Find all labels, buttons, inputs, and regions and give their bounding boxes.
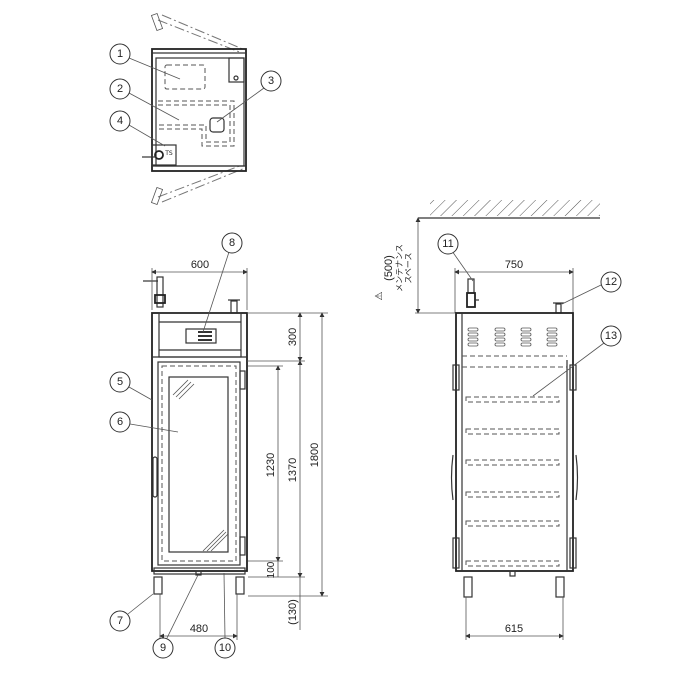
front-door <box>157 361 241 566</box>
water-inlet-fitting <box>467 278 475 294</box>
side-leg-left <box>463 576 473 598</box>
dim-1370: 1370 <box>287 458 299 482</box>
svg-text:10: 10 <box>219 642 231 654</box>
svg-text:12: 12 <box>605 276 617 288</box>
svg-text:13: 13 <box>605 330 617 342</box>
dim-100: 100 <box>266 561 277 578</box>
dim-300: 300 <box>287 328 299 346</box>
ventilation-louvers <box>467 327 558 347</box>
pipe-fitting-left <box>156 276 164 308</box>
callout-9 <box>152 637 174 659</box>
corner-box <box>228 57 245 83</box>
top-view-body <box>151 48 247 172</box>
callout-10 <box>214 637 236 659</box>
drain-fitting <box>195 570 202 576</box>
callout-3 <box>260 70 282 92</box>
component-1-outline <box>164 64 206 90</box>
door-handle <box>152 456 158 498</box>
dim-500: (500) <box>383 255 395 281</box>
svg-text:7: 7 <box>117 615 123 627</box>
door-swing-line-top <box>157 19 243 54</box>
callout-5 <box>109 371 131 393</box>
dim-width-750: 750 <box>505 259 523 271</box>
top-fitting-right <box>230 300 238 314</box>
shelves <box>465 396 560 567</box>
svg-text:4: 4 <box>117 115 123 127</box>
leg-left <box>153 576 163 595</box>
side-view: (500) ⚠ メンテナンス スペース 750 <box>374 200 622 640</box>
side-leg-right <box>555 576 565 598</box>
callout-11 <box>437 233 459 255</box>
front-view: 600 1230 100 300 1370 (130) 1800 480 <box>109 232 328 659</box>
door-swing-line-bottom <box>157 164 243 198</box>
front-cabinet <box>151 312 248 572</box>
callout-1 <box>109 43 131 65</box>
svg-text:6: 6 <box>117 416 123 428</box>
component-3-outline <box>209 117 225 133</box>
svg-text:TS: TS <box>164 150 173 157</box>
dim-480: 480 <box>190 623 208 635</box>
dim-width-600: 600 <box>191 259 209 271</box>
svg-text:5: 5 <box>117 376 123 388</box>
maintenance-label-2: スペース <box>404 252 413 283</box>
dim-1230: 1230 <box>265 453 277 477</box>
svg-text:8: 8 <box>229 237 235 249</box>
callout-6 <box>109 411 131 433</box>
svg-text:3: 3 <box>268 75 274 87</box>
callout-8 <box>221 232 243 254</box>
callout-2 <box>109 78 131 100</box>
dim-1800: 1800 <box>309 443 321 467</box>
control-panel <box>185 328 217 344</box>
svg-text:2: 2 <box>117 83 123 95</box>
dim-130: (130) <box>287 599 299 625</box>
leg-right <box>235 576 245 595</box>
maintenance-label: メンテナンス <box>395 244 404 292</box>
dim-615: 615 <box>505 623 523 635</box>
svg-text:1: 1 <box>117 48 123 60</box>
side-cabinet <box>455 312 574 572</box>
top-view: TS 1 2 3 4 <box>109 12 282 206</box>
callout-13 <box>600 325 622 347</box>
top-vent-fitting <box>555 303 562 314</box>
svg-text:11: 11 <box>442 238 453 250</box>
ceiling-hatch <box>430 200 600 216</box>
callout-12 <box>600 271 622 293</box>
callout-4 <box>109 110 131 132</box>
svg-text:9: 9 <box>160 642 166 654</box>
door-glass <box>168 376 229 553</box>
callout-7 <box>109 610 131 632</box>
warning-icon: ⚠ <box>374 291 385 300</box>
